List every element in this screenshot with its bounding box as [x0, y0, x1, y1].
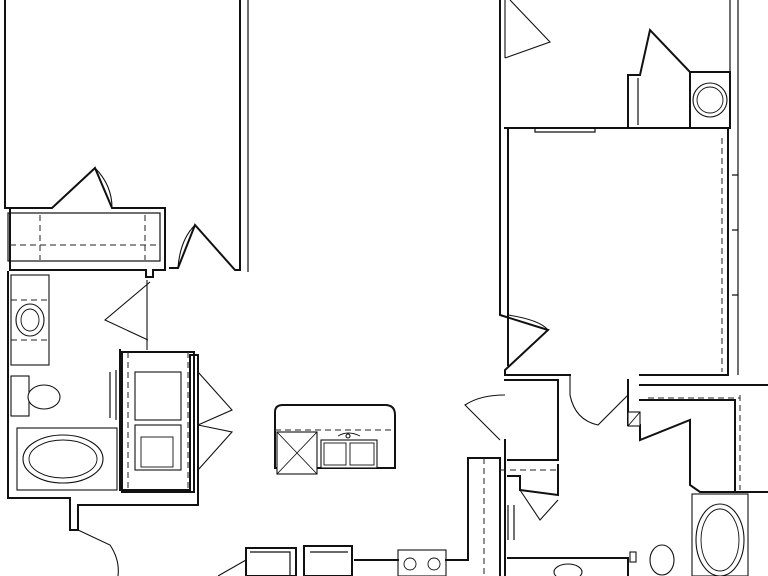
dishwasher — [276, 431, 318, 475]
laundry-closet — [109, 351, 234, 493]
bathtub-left — [16, 427, 118, 491]
water-heater — [692, 82, 728, 118]
toilet-left — [10, 375, 61, 417]
right-bathroom — [507, 379, 768, 576]
kitchen-island — [274, 404, 396, 475]
bath-vanity-sink-right — [507, 551, 637, 576]
utility-closet — [627, 27, 731, 129]
washer — [134, 371, 182, 421]
bathtub-right — [691, 493, 749, 576]
right-bedroom — [499, 0, 739, 376]
bath-vanity-sink-left-basin — [15, 303, 45, 337]
double-sink — [320, 432, 378, 469]
right-hall — [464, 375, 629, 576]
left-bathroom — [7, 271, 199, 576]
range-cooktop — [397, 549, 447, 576]
dryer — [134, 424, 182, 471]
water-heater-closet — [689, 71, 731, 129]
left-bedroom — [4, 0, 249, 278]
toilet-right — [649, 544, 675, 576]
lower-center — [217, 457, 501, 576]
